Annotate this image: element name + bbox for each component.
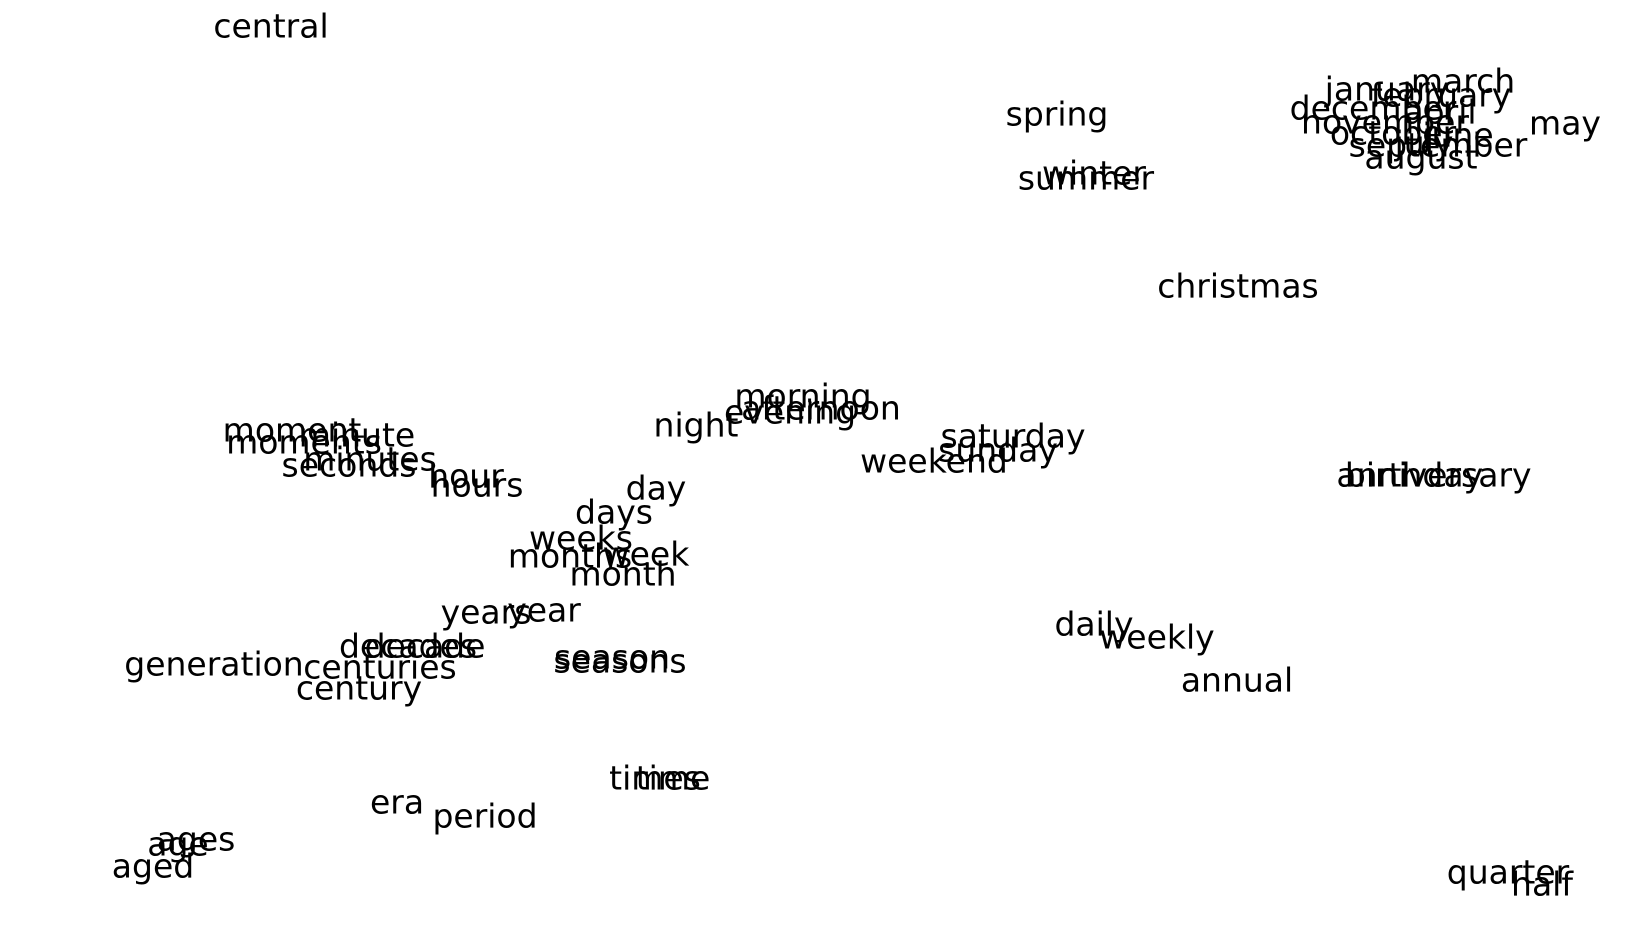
- word-label-week: week: [603, 535, 691, 574]
- word-label-evening: evening: [724, 393, 856, 432]
- word-label-era: era: [370, 783, 424, 822]
- word-label-period: period: [432, 797, 537, 836]
- word-label-moment: moment: [223, 411, 362, 450]
- word-label-september: september: [1349, 126, 1528, 165]
- word-label-weekend: weekend: [860, 442, 1008, 481]
- word-label-summer: summer: [1018, 159, 1155, 198]
- word-label-seconds: seconds: [282, 446, 417, 485]
- word-label-times: times: [609, 759, 701, 798]
- word-label-august: august: [1364, 138, 1477, 177]
- word-label-june: june: [1421, 116, 1493, 155]
- word-label-minutes: minutes: [303, 440, 437, 479]
- word-label-july: july: [1394, 124, 1454, 163]
- word-label-season: season: [554, 638, 670, 677]
- word-label-hours: hours: [431, 466, 524, 505]
- word-label-hour: hour: [428, 457, 504, 496]
- word-label-decade: decade: [365, 627, 486, 666]
- word-label-minute: minute: [299, 416, 415, 455]
- word-label-saturday: saturday: [941, 417, 1086, 456]
- word-label-months: months: [508, 537, 632, 576]
- word-label-ages: ages: [157, 820, 236, 859]
- word-label-afternoon: afternoon: [741, 389, 901, 428]
- word-label-time: time: [636, 759, 711, 798]
- word-label-central: central: [213, 7, 328, 46]
- word-label-anniversary: anniversary: [1336, 456, 1531, 495]
- word-label-centuries: centuries: [303, 648, 456, 687]
- word-label-weekly: weekly: [1099, 618, 1214, 657]
- word-label-annual: annual: [1181, 661, 1293, 700]
- word-label-generation: generation: [124, 645, 303, 684]
- word-label-day: day: [626, 469, 687, 508]
- word-label-january: january: [1324, 70, 1450, 109]
- word-label-seasons: seasons: [553, 642, 686, 681]
- word-label-month: month: [569, 555, 676, 594]
- word-label-century: century: [296, 669, 422, 708]
- word-label-march: march: [1411, 62, 1515, 101]
- word-label-weeks: weeks: [529, 519, 633, 558]
- word-label-decades: decades: [339, 627, 477, 666]
- word-label-birthday: birthday: [1345, 456, 1483, 495]
- word-label-christmas: christmas: [1157, 267, 1319, 306]
- word-label-days: days: [575, 493, 653, 532]
- word-label-may: may: [1529, 104, 1601, 143]
- word-label-december: december: [1290, 89, 1457, 128]
- word-label-daily: daily: [1054, 605, 1133, 644]
- word-label-aged: aged: [112, 847, 194, 886]
- word-label-november: november: [1301, 103, 1469, 142]
- word-label-moments: moments: [226, 423, 382, 462]
- word-label-half: half: [1511, 865, 1574, 904]
- word-label-quarter: quarter: [1447, 853, 1570, 892]
- word-label-night: night: [654, 406, 739, 445]
- word-label-years: years: [441, 593, 532, 632]
- word-label-spring: spring: [1006, 95, 1109, 134]
- word-label-age: age: [147, 825, 208, 864]
- word-label-october: october: [1330, 114, 1457, 153]
- word-label-winter: winter: [1042, 154, 1146, 193]
- word-label-sunday: sunday: [938, 431, 1058, 470]
- word-label-morning: morning: [734, 377, 871, 416]
- word-label-april: april: [1403, 93, 1476, 132]
- word-label-february: february: [1371, 76, 1512, 115]
- word-label-year: year: [507, 591, 581, 630]
